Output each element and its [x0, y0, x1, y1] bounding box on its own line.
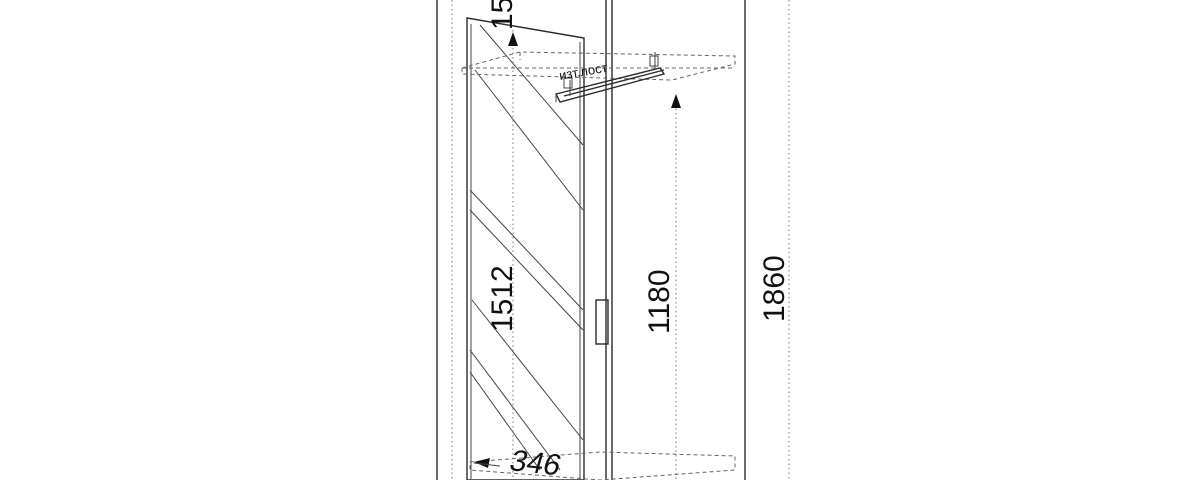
dim-arrow-rail	[671, 94, 681, 108]
dim-mirror-height: 1512	[486, 265, 519, 332]
dim-arrow-top-offset	[508, 32, 518, 46]
mirror-door	[466, 17, 585, 480]
dim-rail-height: 1180	[643, 269, 676, 334]
dim-depth: 346	[506, 445, 565, 480]
dim-total-height: 1860	[758, 255, 791, 322]
clothes-rail	[554, 52, 666, 103]
dimension-guides	[451, 0, 790, 480]
dim-top-offset: 150	[486, 0, 519, 30]
rail-label: изт.лост	[558, 60, 609, 83]
dim-arrow-depth	[474, 458, 490, 468]
top-shelf	[461, 51, 736, 81]
door-handle	[595, 299, 609, 345]
